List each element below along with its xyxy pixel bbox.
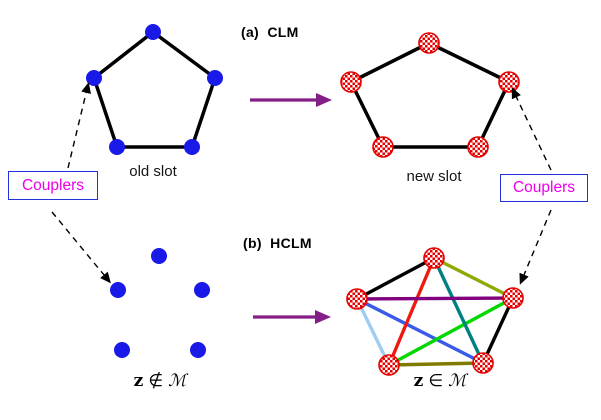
free-node (194, 282, 210, 298)
panel-a-label: (a) CLM (241, 24, 299, 40)
graph-node (346, 288, 368, 310)
layer-pentagons (86, 24, 520, 158)
manifold-symbol: ℳ (168, 371, 187, 391)
graph-node (502, 287, 524, 309)
layer-transform-arrows (250, 93, 332, 324)
coupling-edge (481, 296, 515, 365)
coupling-edge (355, 296, 515, 301)
new-pentagon-outline (349, 41, 511, 149)
coupler-pointer-arrow-icon (51, 211, 111, 284)
old-slot-caption: old slot (129, 163, 177, 180)
coupling-edge (355, 256, 436, 301)
coupling-edge (387, 361, 485, 367)
new-slot-node (340, 71, 362, 93)
manifold-symbol: ℳ (448, 371, 467, 391)
coupling-edge (432, 256, 485, 365)
coupling-edge (355, 297, 391, 367)
coupler-pointer-arrow-icon (67, 82, 91, 169)
coupling-edge (432, 256, 515, 300)
layer-graph (110, 247, 524, 376)
coupling-edge (387, 296, 515, 367)
new-slot-node (372, 136, 394, 158)
free-node (114, 342, 130, 358)
notin-symbol: ∉ (148, 371, 164, 391)
z-notin-manifold-caption: z∉ℳ (110, 371, 210, 391)
coupling-edge (355, 297, 485, 365)
panel-b-label: (b) HCLM (243, 235, 312, 251)
couplers-right-label: Couplers (512, 179, 576, 196)
coupler-pointer-arrow-icon (511, 87, 552, 171)
free-node (190, 342, 206, 358)
old-slot-node (145, 24, 161, 40)
graph-node (378, 354, 400, 376)
free-node (151, 248, 167, 264)
z-symbol: z (413, 371, 424, 391)
new-slot-caption: new slot (406, 168, 462, 185)
old-slot-node (184, 139, 200, 155)
new-slot-node (418, 32, 440, 54)
graph-node (472, 352, 494, 374)
z-in-manifold-caption: z∈ℳ (390, 371, 490, 391)
coupler-pointer-arrow-icon (519, 209, 552, 285)
graph-node (423, 247, 445, 269)
old-pentagon-outline (92, 30, 217, 149)
old-slot-node (207, 70, 223, 86)
layer-pointer-arrows (51, 82, 552, 285)
new-slot-node (498, 71, 520, 93)
old-slot-node (109, 139, 125, 155)
in-symbol: ∈ (428, 371, 444, 391)
free-node (110, 282, 126, 298)
couplers-left-label: Couplers (21, 176, 85, 194)
couplers-box-right: Couplers (500, 174, 588, 202)
new-slot-node (467, 136, 489, 158)
z-symbol: z (133, 371, 144, 391)
old-slot-node (86, 70, 102, 86)
coupling-edge (387, 256, 436, 367)
couplers-box-left: Couplers (8, 171, 98, 200)
